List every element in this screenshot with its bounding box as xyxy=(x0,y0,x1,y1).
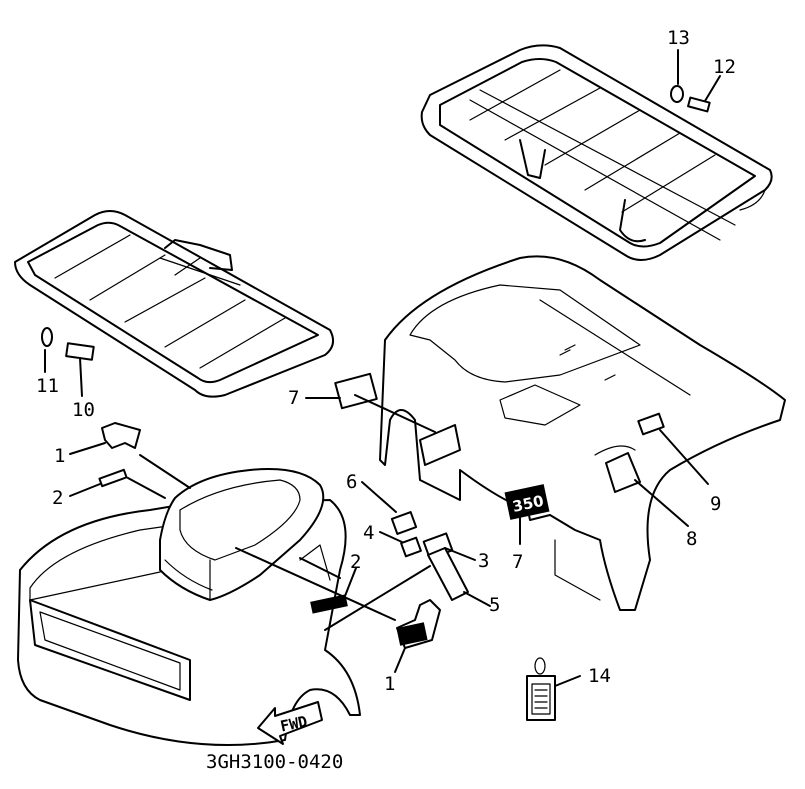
callout-12: 12 xyxy=(713,56,736,78)
leader-lines xyxy=(44,49,721,687)
callout-13: 13 xyxy=(667,27,690,49)
decal-9 xyxy=(637,412,665,436)
callout-9: 9 xyxy=(710,493,721,515)
callout-6: 6 xyxy=(346,471,357,493)
decal-7-side xyxy=(419,424,461,466)
part-code: 3GH3100-0420 xyxy=(206,751,343,773)
front-carrier xyxy=(14,210,335,398)
rear-carrier xyxy=(420,44,773,261)
callout-14: 14 xyxy=(588,665,611,687)
decal-2-upper xyxy=(98,468,128,488)
reflector-11 xyxy=(41,327,53,347)
decal-5 xyxy=(427,547,469,601)
callout-2-upper: 2 xyxy=(52,487,63,509)
reflector-13 xyxy=(670,85,684,103)
decal-8 xyxy=(605,452,641,493)
callout-4: 4 xyxy=(363,522,374,544)
callout-labels: 13 12 11 10 7 9 8 7 1 2 6 4 3 5 2 1 14 3… xyxy=(36,27,736,773)
callout-7: 7 xyxy=(512,551,523,573)
callout-3: 3 xyxy=(478,550,489,572)
manual-tag-14 xyxy=(526,657,556,721)
rear-fender xyxy=(379,255,786,611)
callout-1-upper: 1 xyxy=(54,445,65,467)
decal-yamaha-fender xyxy=(310,594,348,614)
decal-12 xyxy=(687,96,711,113)
callout-8: 8 xyxy=(686,528,697,550)
front-fender-cover xyxy=(159,468,325,601)
decal-1-upper xyxy=(101,422,141,449)
decal-6 xyxy=(390,511,418,535)
decal-1-lower xyxy=(396,599,441,649)
decal-fwd-text: FWD xyxy=(279,712,309,735)
callout-5: 5 xyxy=(489,594,500,616)
decal-350: 350 xyxy=(504,484,550,520)
callout-10: 10 xyxy=(72,399,95,421)
callout-2-lower: 2 xyxy=(350,551,361,573)
callout-11: 11 xyxy=(36,375,59,397)
callout-1-lower: 1 xyxy=(384,673,395,695)
callout-7-upper: 7 xyxy=(288,387,299,409)
decal-fwd-arrow: FWD xyxy=(257,701,323,745)
decal-4 xyxy=(400,536,422,558)
